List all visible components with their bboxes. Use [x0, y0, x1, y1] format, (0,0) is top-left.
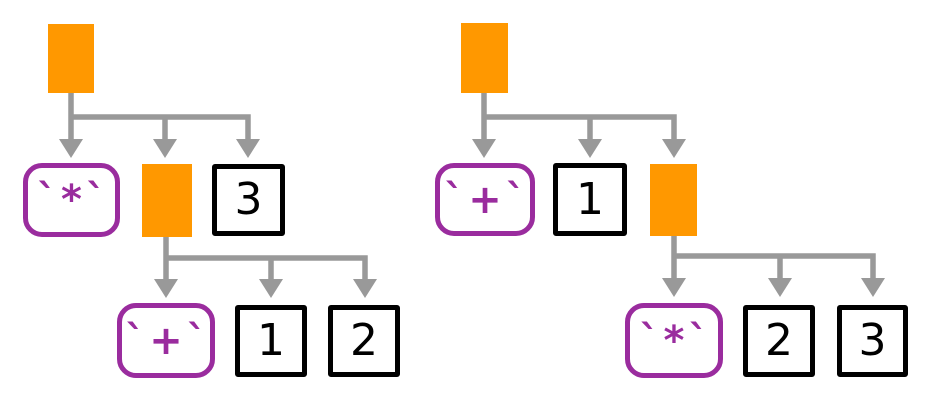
right-tree-subexpression-connector: [662, 236, 885, 297]
arrow-down-icon: [861, 278, 885, 297]
arrow-down-icon: [353, 279, 377, 298]
right-tree-sub-expression-node: [650, 164, 697, 236]
arrow-down-icon: [578, 139, 602, 158]
left-tree-number-1-terminal: 1: [235, 305, 307, 377]
left-tree-subexpression-connector: [154, 237, 377, 298]
right-tree-number-2-terminal: 2: [743, 305, 815, 377]
arrow-down-icon: [768, 278, 792, 297]
arrow-down-icon: [662, 278, 686, 297]
left-tree-plus-terminal: `+`: [117, 303, 215, 378]
arrow-down-icon: [153, 139, 177, 158]
right-tree-root-connector: [472, 93, 686, 158]
left-tree-sub-expression-node: [142, 164, 192, 237]
connector-elbow: [166, 255, 368, 281]
left-tree-root-expression-node: [48, 24, 94, 93]
left-tree-root-connector: [59, 93, 260, 158]
left-tree-star-terminal: `*`: [23, 163, 120, 237]
connector-elbow: [71, 114, 251, 141]
connector-elbow: [674, 253, 876, 280]
arrow-down-icon: [662, 139, 686, 158]
right-tree-number-1-terminal: 1: [553, 163, 627, 236]
right-tree-number-3-terminal: 3: [837, 305, 908, 377]
right-tree-plus-terminal: `+`: [435, 163, 535, 236]
left-tree-number-3-terminal: 3: [212, 164, 285, 236]
arrow-down-icon: [59, 139, 83, 158]
right-tree-star-terminal: `*`: [625, 303, 723, 378]
connector-elbow: [484, 114, 677, 141]
arrow-down-icon: [472, 139, 496, 158]
arrow-down-icon: [259, 279, 283, 298]
arrow-down-icon: [236, 139, 260, 158]
right-tree-root-expression-node: [461, 23, 508, 93]
arrow-down-icon: [154, 279, 178, 298]
left-tree-number-2-terminal: 2: [328, 305, 400, 377]
